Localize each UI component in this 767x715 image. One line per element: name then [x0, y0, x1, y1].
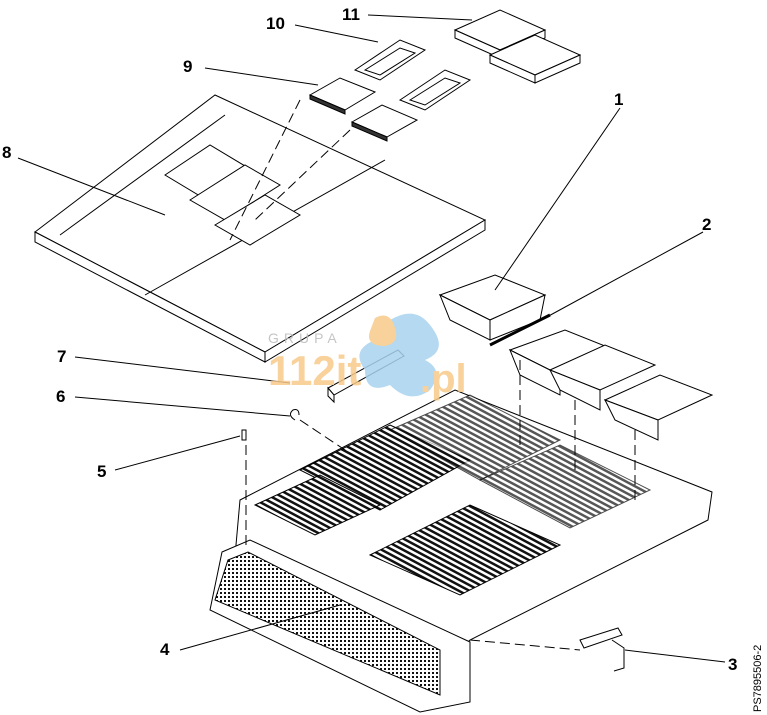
svg-text:GRUPA: GRUPA [268, 330, 342, 346]
filler-part-2 [489, 313, 551, 347]
heatsink-part-1 [438, 274, 714, 441]
hard-drive-part-11 [453, 9, 582, 84]
callout-11: 11 [342, 5, 360, 24]
callout-1: 1 [614, 90, 624, 109]
assembly-guide-lines [229, 99, 636, 651]
svg-text:.pl: .pl [420, 357, 467, 401]
cable-part-3 [579, 627, 625, 672]
callout-3: 3 [728, 655, 738, 674]
front-bezel-part-4 [209, 539, 471, 713]
drive-filler-part-10 [353, 39, 472, 111]
callout-2: 2 [702, 215, 712, 234]
callout-10: 10 [266, 14, 285, 33]
callout-9: 9 [183, 57, 193, 76]
svg-text:112it: 112it [268, 347, 361, 394]
top-cover-part-8 [34, 94, 487, 363]
callout-5: 5 [97, 462, 107, 481]
callout-8: 8 [2, 143, 12, 162]
pin-part-5 [241, 429, 247, 441]
clip-part-6 [289, 409, 300, 421]
figure-id: PS7895506-2 [752, 644, 764, 712]
callout-4: 4 [160, 640, 170, 659]
ssd-part-9 [308, 77, 419, 142]
callout-6: 6 [56, 387, 66, 406]
watermark-logo: GRUPA 112it .pl [268, 313, 467, 401]
callout-leader-lines [17, 14, 726, 663]
callout-7: 7 [57, 347, 67, 366]
